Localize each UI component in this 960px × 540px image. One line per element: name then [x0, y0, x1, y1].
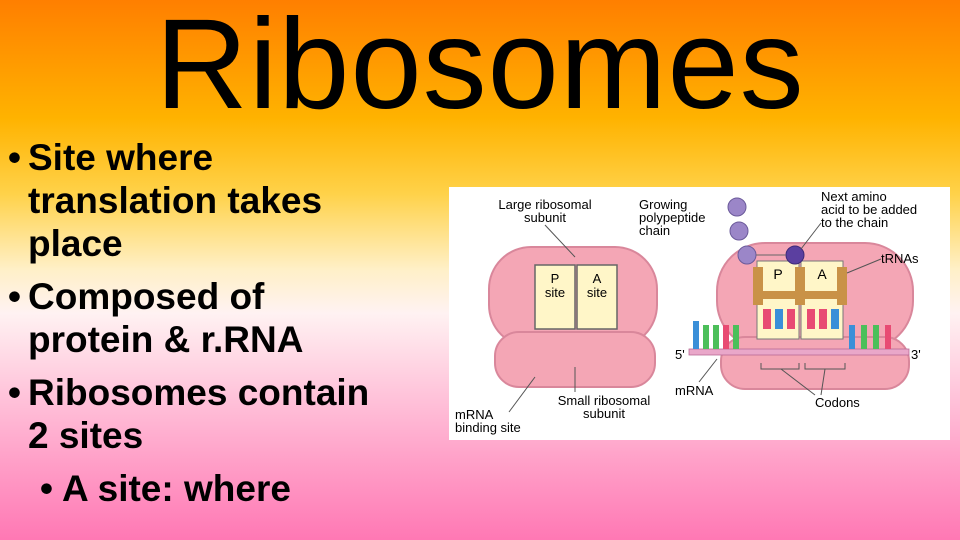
a-site-box [576, 264, 618, 330]
mrna-base [849, 325, 855, 349]
mrna-base [885, 325, 891, 349]
next-amino-pointer [800, 222, 822, 250]
right-ribosome: P A [716, 242, 914, 390]
page-title: Ribosomes [155, 0, 805, 136]
right-small-subunit [720, 336, 910, 390]
bullet-text: Site where translation takes place [28, 137, 323, 264]
bullet-item: • Composed of protein & r.RNA [8, 275, 448, 361]
trnas-label: tRNAs [881, 251, 919, 266]
anticodon-5 [819, 309, 827, 329]
trnas-pointer [846, 258, 882, 274]
mrna-bases [693, 321, 891, 349]
mrna-strand [688, 348, 910, 356]
mrna-base [703, 325, 709, 349]
mrna-base [723, 325, 729, 349]
anticodon-2 [775, 309, 783, 329]
codons-pointer-1 [780, 368, 816, 396]
sub-bullet-item: • A site: where [40, 467, 448, 510]
sub-bullet-dot: • [40, 468, 53, 509]
right-a-label: A [817, 266, 827, 282]
mrna-base [713, 325, 719, 349]
amino-acid-3 [737, 245, 757, 265]
amino-acid-2 [729, 221, 749, 241]
mrna-base [861, 325, 867, 349]
codon-bracket-1 [760, 363, 800, 370]
bullet-dot: • [8, 276, 21, 317]
anticodon-6 [831, 309, 839, 329]
mrna-label: mRNA [675, 383, 714, 398]
mrna-binding-pointer [508, 376, 536, 413]
mrna-base [873, 325, 879, 349]
five-prime-label: 5' [675, 347, 685, 362]
anticodon-4 [807, 309, 815, 329]
mrna-pointer [698, 358, 718, 383]
trna-left [753, 267, 763, 305]
trna-left-top [763, 291, 801, 299]
trna-right [837, 267, 847, 305]
bullet-list: • Site where translation takes place • C… [8, 136, 448, 510]
amino-acid-1 [727, 197, 747, 217]
anticodon-1 [763, 309, 771, 329]
bullet-dot: • [8, 372, 21, 413]
mrna-base [733, 325, 739, 349]
large-subunit-pointer [544, 224, 576, 258]
bullet-item: • Site where translation takes place [8, 136, 448, 265]
p-site-box [534, 264, 576, 330]
trna-right-top [805, 291, 839, 299]
bullet-text: Ribosomes contain 2 sites [28, 372, 370, 456]
anticodon-3 [787, 309, 795, 329]
bullet-text: Composed of protein & r.RNA [28, 276, 304, 360]
codons-pointer-2 [820, 368, 826, 396]
sub-bullet-text: A site: where [62, 468, 291, 509]
trna-mid [795, 267, 805, 305]
three-prime-label: 3' [911, 347, 921, 362]
bullet-dot: • [8, 137, 21, 178]
right-p-label: P [773, 266, 782, 282]
codons-label: Codons [815, 395, 860, 410]
bullet-item: • Ribosomes contain 2 sites [8, 371, 448, 457]
mrna-base [693, 321, 699, 349]
